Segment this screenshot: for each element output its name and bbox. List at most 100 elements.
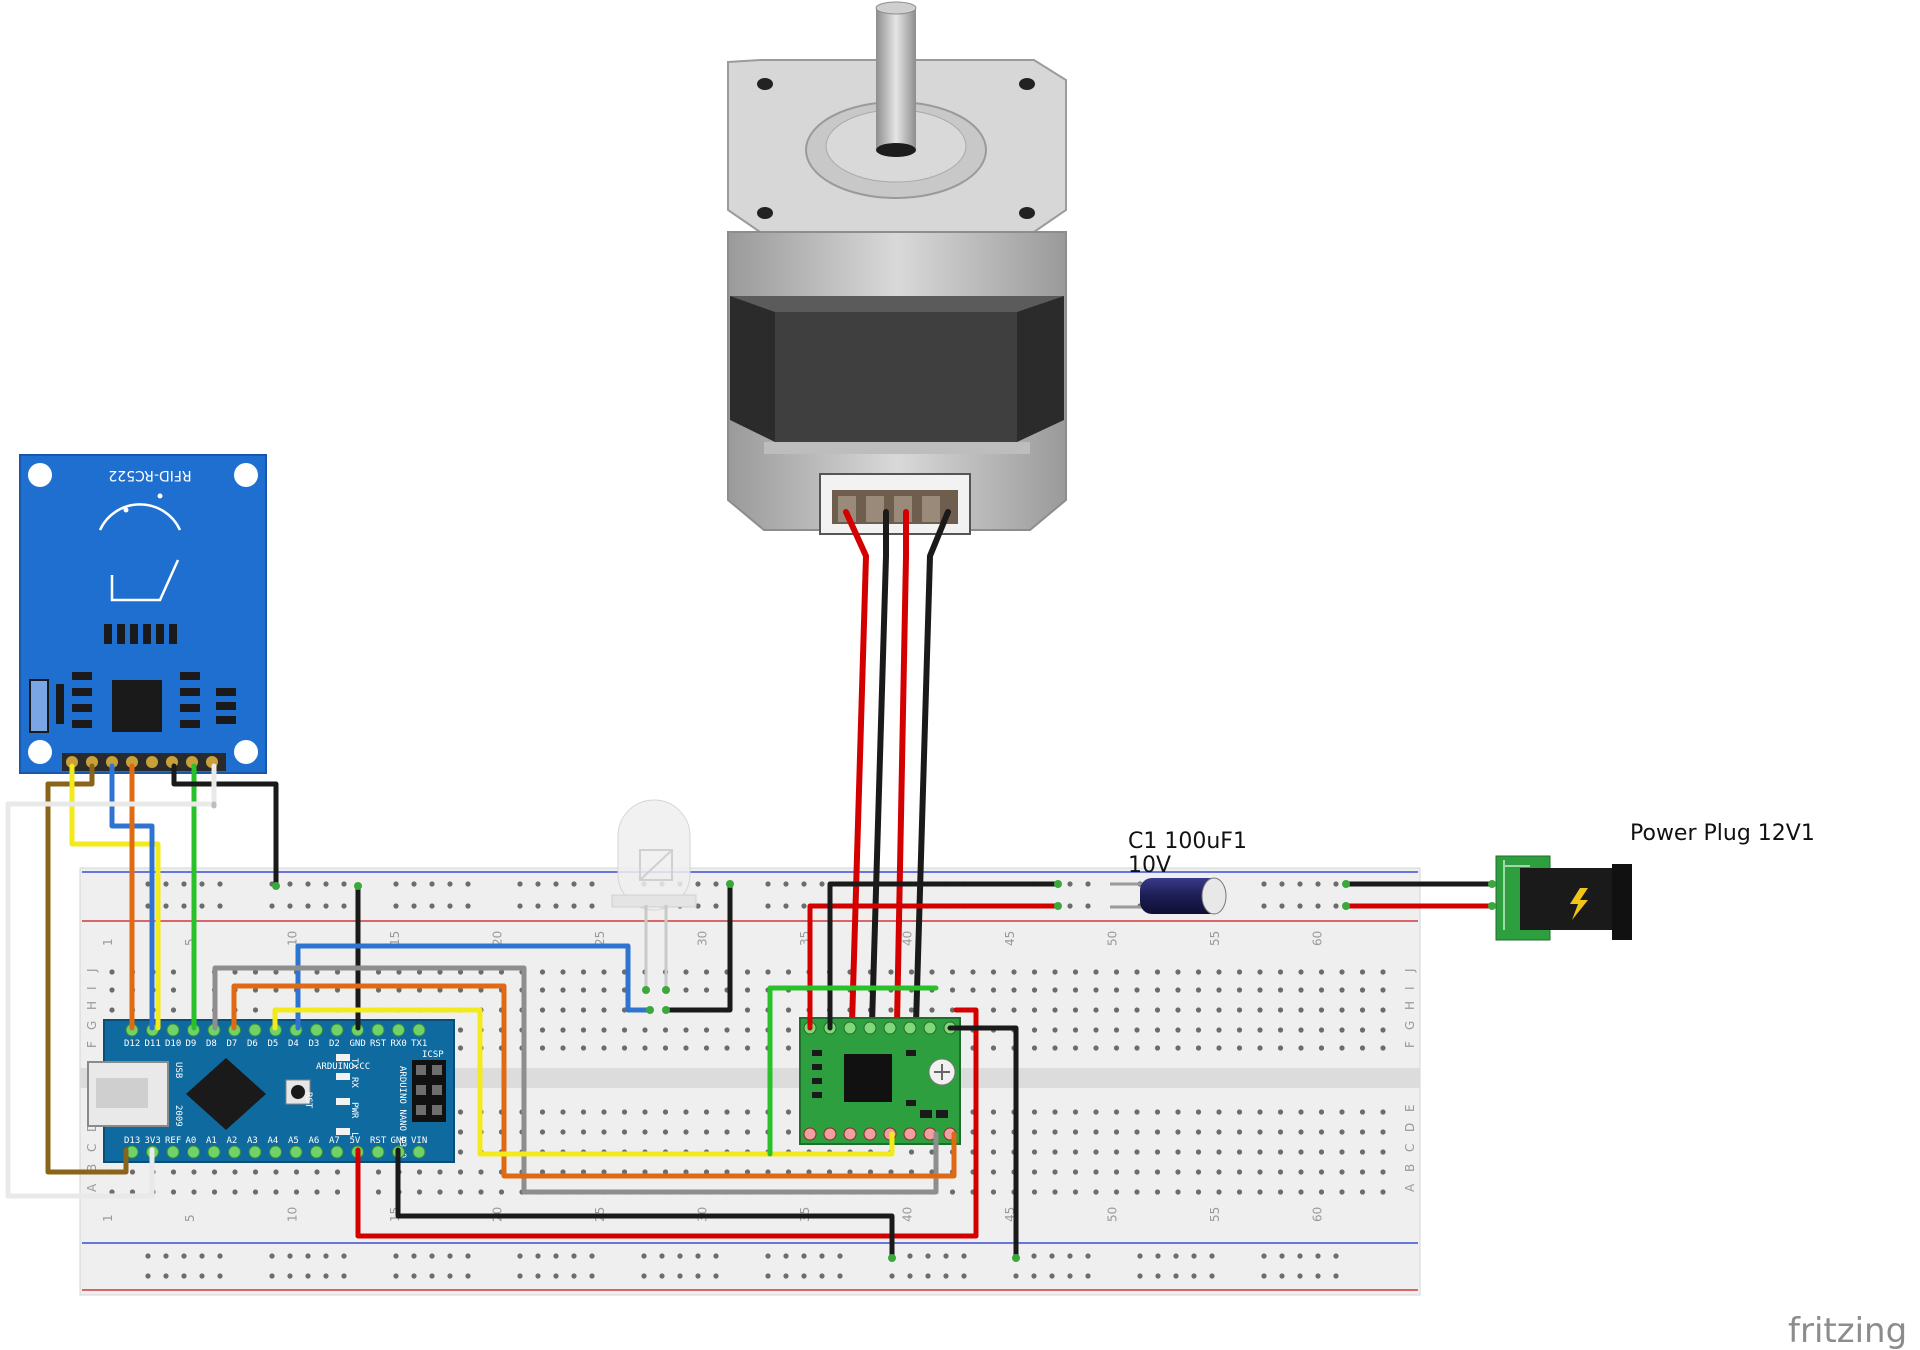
rail-hole xyxy=(1209,1273,1215,1279)
breadboard-hole xyxy=(1072,1007,1079,1013)
rail-hole xyxy=(641,1273,647,1279)
breadboard-hole xyxy=(457,1027,464,1033)
rail-hole xyxy=(1297,1273,1303,1279)
breadboard-hole xyxy=(1195,1045,1202,1051)
rail-hole xyxy=(1085,1273,1091,1279)
rail-hole xyxy=(447,1273,453,1279)
wire-nano-gnd-bottom[interactable] xyxy=(395,1147,895,1261)
rail-hole xyxy=(677,1253,683,1259)
breadboard-hole xyxy=(1113,1007,1120,1013)
motor-wire-red-1[interactable] xyxy=(843,509,869,1027)
nano-pin-label: D7 xyxy=(227,1039,238,1049)
wire-nano-d4-led[interactable] xyxy=(295,943,653,1031)
breadboard-hole xyxy=(1380,1149,1386,1155)
rail-hole xyxy=(553,1273,559,1279)
rail-hole xyxy=(163,1273,169,1279)
nano-pin-label: A4 xyxy=(268,1136,279,1146)
breadboard-hole xyxy=(1154,1189,1161,1195)
breadboard-hole xyxy=(785,1045,792,1051)
breadboard-hole xyxy=(642,1027,648,1033)
breadboard-hole xyxy=(621,1169,628,1175)
breadboard-hole xyxy=(416,987,423,993)
breadboard-hole xyxy=(867,1169,874,1175)
wire-rfid-black[interactable] xyxy=(171,763,279,889)
wire-driver-green[interactable] xyxy=(767,985,939,1157)
wire-end xyxy=(1488,902,1496,910)
breadboard-hole xyxy=(601,1045,607,1051)
breadboard-hole xyxy=(1072,1109,1079,1115)
breadboard-hole xyxy=(621,1045,628,1051)
breadboard-hole xyxy=(1093,1045,1099,1051)
breadboard-hole xyxy=(375,1189,382,1195)
breadboard-hole xyxy=(170,1189,177,1195)
rail-hole xyxy=(447,903,453,909)
rail-hole xyxy=(145,903,151,909)
breadboard-hole xyxy=(1380,969,1386,975)
breadboard-hole xyxy=(539,969,546,975)
rail-hole xyxy=(535,1253,541,1259)
capacitor-c1: C1 100uF1 10V xyxy=(1110,829,1247,915)
nano-pin-label: D6 xyxy=(247,1039,258,1049)
rail-hole xyxy=(907,1253,913,1259)
breadboard-hole xyxy=(949,969,956,975)
motor-wire-black-1[interactable] xyxy=(869,509,889,1027)
breadboard-hole xyxy=(744,1169,751,1175)
nano-icsp-label: ICSP xyxy=(422,1050,444,1060)
wire-driver-gnd-bottom[interactable] xyxy=(947,1025,1019,1261)
nano-pin xyxy=(248,1023,262,1037)
breadboard-hole xyxy=(1257,1169,1263,1175)
rail-hole xyxy=(181,1253,187,1259)
breadboard-hole xyxy=(785,1027,792,1033)
breadboard-hole xyxy=(662,1027,669,1033)
column-number: 30 xyxy=(696,931,710,946)
breadboard-hole xyxy=(683,1045,689,1051)
wire-nano-d8-gray[interactable] xyxy=(212,965,939,1195)
rail-hole xyxy=(571,1273,577,1279)
breadboard-hole xyxy=(457,987,464,993)
breadboard-hole xyxy=(1072,987,1079,993)
motor-wire-black-2[interactable] xyxy=(913,509,951,1027)
nano-pin-label: D2 xyxy=(329,1039,340,1049)
breadboard-hole xyxy=(1359,1109,1366,1115)
rail-hole xyxy=(1261,903,1267,909)
breadboard-hole xyxy=(1154,987,1161,993)
breadboard-hole xyxy=(457,1169,464,1175)
breadboard-hole xyxy=(1236,1129,1243,1135)
breadboard-hole xyxy=(1298,1109,1304,1115)
wire-rfid-white[interactable] xyxy=(5,763,217,1199)
rail-hole xyxy=(341,881,347,887)
wire-nano-d7-orange[interactable] xyxy=(231,983,957,1179)
breadboard-hole xyxy=(252,987,259,993)
breadboard-hole xyxy=(990,987,997,993)
row-letter: A xyxy=(85,1183,99,1192)
breadboard-hole xyxy=(1339,1045,1345,1051)
breadboard-hole xyxy=(1318,1007,1325,1013)
wire-driver-gnd[interactable] xyxy=(827,881,1061,1031)
breadboard-hole xyxy=(662,1109,669,1115)
motor-wire-red-2[interactable] xyxy=(894,509,909,1027)
wire-led-gnd[interactable] xyxy=(663,881,733,1013)
breadboard-hole xyxy=(1298,1189,1304,1195)
wire-end xyxy=(662,986,670,994)
breadboard-hole xyxy=(457,969,464,975)
rail-hole xyxy=(145,1253,151,1259)
nano-pin-label: GND xyxy=(350,1039,366,1049)
breadboard-hole xyxy=(1093,1027,1099,1033)
breadboard-hole xyxy=(560,1169,566,1175)
rail-hole xyxy=(801,881,807,887)
rail-hole xyxy=(943,1253,949,1259)
breadboard-hole xyxy=(191,1189,197,1195)
nano-pin-label: D12 xyxy=(124,1039,140,1049)
rail-hole xyxy=(925,1273,931,1279)
breadboard-hole xyxy=(580,1045,587,1051)
breadboard-hole xyxy=(1298,1129,1304,1135)
driver-pin xyxy=(843,1127,857,1141)
wire-nano-d5-yellow[interactable] xyxy=(272,1007,895,1157)
rail-hole xyxy=(323,1253,329,1259)
breadboard-hole xyxy=(1175,1007,1181,1013)
breadboard-hole xyxy=(601,1129,607,1135)
breadboard-hole xyxy=(560,1007,566,1013)
driver-pin xyxy=(803,1127,817,1141)
wire-nano-5v[interactable] xyxy=(355,1007,979,1239)
nano-pin-label: A0 xyxy=(186,1136,197,1146)
